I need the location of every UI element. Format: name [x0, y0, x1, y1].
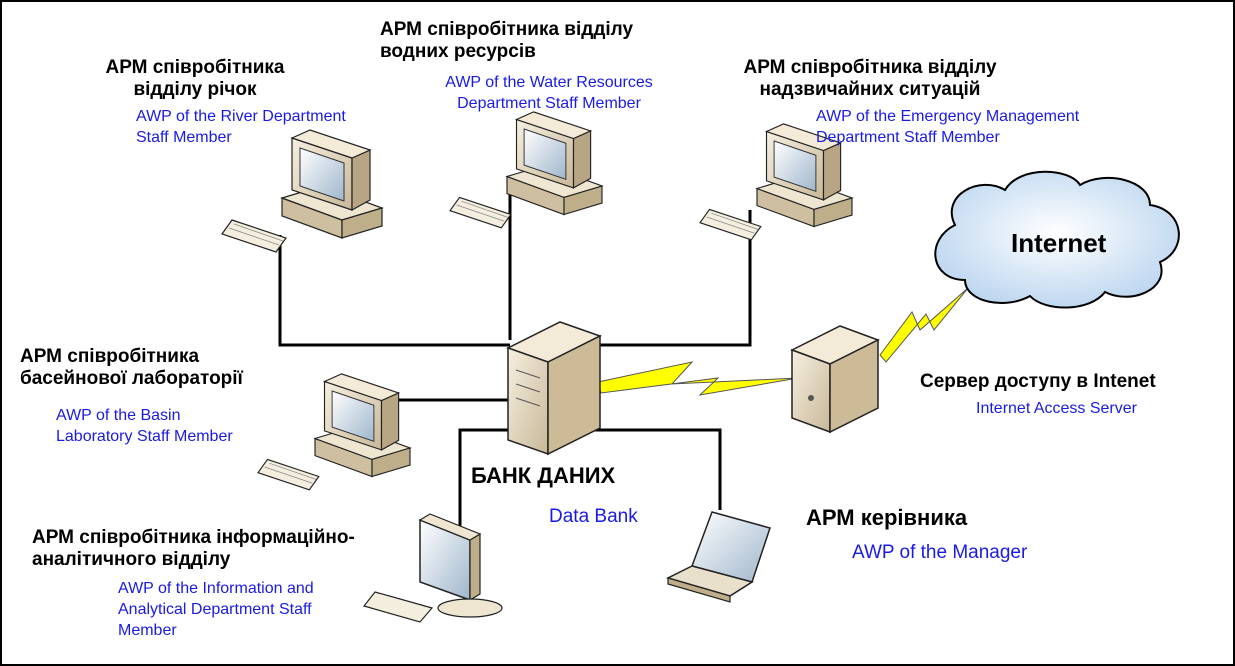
manager-ua-label: АРМ керівника	[806, 505, 968, 530]
water-en-label: AWP of the Water Resources Department St…	[414, 72, 684, 114]
databank-en-label: Data Bank	[549, 506, 638, 527]
basin-en-line2: Laboratory Staff Member	[56, 428, 233, 445]
info-ua-line2: аналітичного відділу	[32, 549, 231, 570]
emergency-en-line1: AWP of the Emergency Management	[816, 108, 1080, 125]
monitor-icon-info	[362, 513, 503, 623]
info-en-line1: AWP of the Information and	[118, 580, 314, 597]
info-en-line3: Member	[118, 622, 177, 639]
server-icon-databank	[506, 321, 602, 456]
info-en-line2: Analytical Department Staff	[118, 601, 312, 618]
river-en-line2: Staff Member	[136, 129, 232, 146]
basin-ua-line2: басейнової лабораторії	[20, 368, 243, 389]
basin-ua-label: АРМ співробітника басейнової лабораторії	[20, 346, 243, 390]
water-en-line1: AWP of the Water Resources	[445, 74, 653, 91]
link-manager	[585, 428, 722, 510]
water-ua-label: АРМ співробітника відділу водних ресурсі…	[380, 19, 633, 63]
info-ua-line1: АРМ співробітника інформаційно-	[32, 527, 355, 548]
server-ua-label: Сервер доступу в Intenet	[920, 371, 1156, 392]
river-en-label: AWP of the River Department Staff Member	[136, 106, 346, 148]
emergency-ua-line2: надзвичайних ситуацій	[759, 79, 981, 100]
emergency-ua-label: АРМ співробітника відділу надзвичайних с…	[715, 57, 1025, 101]
river-ua-line2: відділу річок	[133, 79, 257, 100]
water-en-line2: Department Staff Member	[457, 95, 641, 112]
server-en-label: Internet Access Server	[976, 400, 1137, 417]
water-ua-line1: АРМ співробітника відділу	[380, 19, 634, 40]
internet-cloud	[934, 170, 1180, 309]
emergency-en-line2: Department Staff Member	[816, 129, 1000, 146]
wireless-bolt-internet	[879, 287, 969, 363]
link-emergency	[600, 210, 752, 347]
river-ua-line1: АРМ співробітника	[105, 57, 285, 78]
wireless-bolt-server	[597, 361, 799, 396]
river-en-line1: AWP of the River Department	[136, 108, 346, 125]
databank-ua-label: БАНК ДАНИХ	[471, 463, 616, 488]
link-river	[278, 235, 510, 347]
manager-en-label: AWP of the Manager	[852, 542, 1028, 563]
basin-en-label: AWP of the Basin Laboratory Staff Member	[56, 405, 233, 447]
basin-en-line1: AWP of the Basin	[56, 407, 181, 424]
info-ua-label: АРМ співробітника інформаційно- аналітич…	[32, 527, 355, 571]
river-ua-label: АРМ співробітника відділу річок	[70, 57, 320, 101]
water-ua-line2: водних ресурсів	[380, 41, 536, 62]
basin-ua-line1: АРМ співробітника	[20, 346, 200, 367]
server-icon-internet-access	[790, 325, 880, 434]
laptop-icon-manager	[665, 511, 771, 603]
internet-label: Internet	[1011, 228, 1107, 258]
emergency-en-label: AWP of the Emergency Management Departme…	[816, 106, 1079, 148]
emergency-ua-line1: АРМ співробітника відділу	[743, 57, 997, 78]
info-en-label: AWP of the Information and Analytical De…	[118, 578, 314, 641]
